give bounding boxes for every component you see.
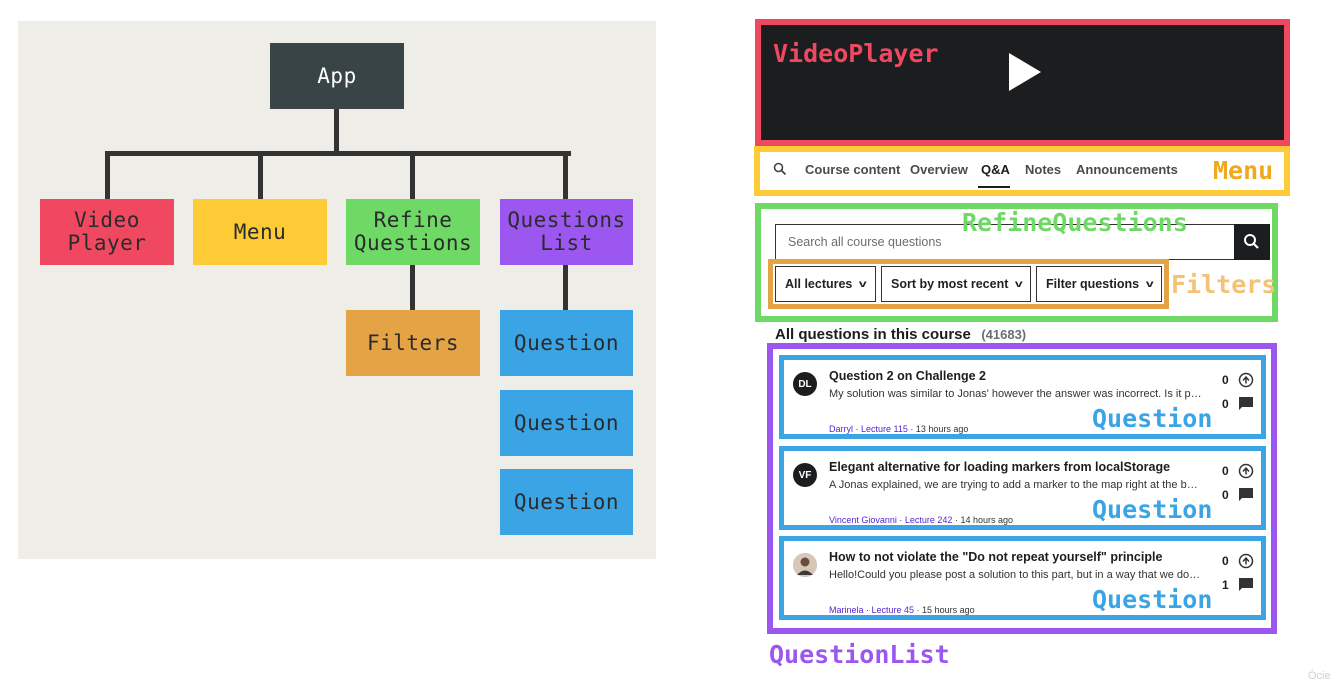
tab-course-content[interactable]: Course content [805, 162, 901, 177]
select-all-lectures-label: All lectures [785, 277, 853, 291]
question-author[interactable]: Marinela [829, 605, 864, 615]
question-card[interactable]: How to not violate the "Do not repeat yo… [779, 536, 1266, 620]
play-icon[interactable] [1009, 53, 1041, 91]
node-refine-questions: Refine Questions [346, 199, 480, 265]
node-filters: Filters [346, 310, 480, 376]
question-label: Question [1092, 404, 1213, 433]
question-label: Question [1092, 495, 1213, 524]
question-list-box [767, 343, 1277, 634]
connector-refine [410, 151, 415, 199]
avatar [793, 553, 817, 577]
select-sort-label: Sort by most recent [891, 277, 1009, 291]
question-author[interactable]: Vincent Giovanni [829, 515, 897, 525]
select-filter-questions-label: Filter questions [1046, 277, 1140, 291]
menu-bar [754, 146, 1290, 196]
reply-icon[interactable] [1238, 396, 1254, 412]
filters-label: Filters [1171, 270, 1277, 299]
node-menu: Menu [193, 199, 327, 265]
search-icon [1244, 234, 1259, 249]
question-meta: Marinela · Lecture 45 · 15 hours ago [829, 605, 975, 615]
chevron-down-icon: v [1145, 278, 1154, 290]
question-lecture[interactable]: Lecture 115 [861, 424, 908, 434]
question-list-label: QuestionList [769, 640, 950, 669]
reply-icon[interactable] [1238, 487, 1254, 503]
upvote-count: 0 [1222, 373, 1229, 387]
question-meta: Darryl · Lecture 115 · 13 hours ago [829, 424, 969, 434]
avatar: DL [793, 372, 817, 396]
select-sort[interactable]: Sort by most recent v [881, 266, 1031, 302]
tab-overview[interactable]: Overview [910, 162, 968, 177]
select-all-lectures[interactable]: All lectures v [775, 266, 876, 302]
filters-box [768, 259, 1169, 309]
question-title[interactable]: How to not violate the "Do not repeat yo… [829, 550, 1163, 564]
question-time: 14 hours ago [960, 515, 1013, 525]
upvote-icon[interactable] [1238, 463, 1254, 479]
question-label: Question [1092, 585, 1213, 614]
chevron-down-icon: v [1015, 278, 1024, 290]
avatar: VF [793, 463, 817, 487]
upvote-count: 0 [1222, 554, 1229, 568]
select-filter-questions[interactable]: Filter questions v [1036, 266, 1162, 302]
question-snippet: Hello!Could you please post a solution t… [829, 569, 1203, 581]
search-icon[interactable] [773, 162, 787, 176]
question-title[interactable]: Elegant alternative for loading markers … [829, 460, 1171, 474]
node-app: App [270, 43, 404, 109]
connector-filters [410, 264, 415, 310]
question-snippet: My solution was similar to Jonas' howeve… [829, 388, 1203, 400]
question-lecture[interactable]: Lecture 242 [904, 515, 953, 525]
tab-qa[interactable]: Q&A [981, 162, 1010, 177]
menu-label: Menu [1213, 156, 1274, 185]
tab-notes[interactable]: Notes [1025, 162, 1062, 177]
tab-qa-underline [978, 186, 1010, 188]
connector-video-player [105, 151, 110, 199]
avatar-photo [793, 553, 817, 577]
node-question: Question [500, 390, 633, 456]
reply-count: 0 [1222, 397, 1229, 411]
question-card[interactable]: VF Elegant alternative for loading marke… [779, 446, 1266, 530]
question-title[interactable]: Question 2 on Challenge 2 [829, 369, 986, 383]
upvote-icon[interactable] [1238, 553, 1254, 569]
node-video-player: Video Player [40, 199, 174, 265]
question-meta: Vincent Giovanni · Lecture 242 · 14 hour… [829, 515, 1013, 525]
question-card[interactable]: DL Question 2 on Challenge 2 My solution… [779, 355, 1266, 439]
question-time: 13 hours ago [915, 424, 969, 434]
watermark: Ócie [1308, 670, 1331, 682]
question-time: 15 hours ago [922, 605, 975, 615]
chevron-down-icon: v [859, 278, 868, 290]
reply-count: 1 [1222, 578, 1229, 592]
reply-count: 0 [1222, 488, 1229, 502]
refine-questions-label: RefineQuestions [962, 208, 1188, 237]
questions-heading-text: All questions in this course [775, 326, 971, 343]
connector-question [563, 264, 568, 310]
connector-horizontal [105, 151, 571, 156]
question-lecture[interactable]: Lecture 45 [871, 605, 915, 615]
search-submit-button[interactable] [1234, 224, 1270, 260]
component-tree-diagram: App Video Player Menu Refine Questions Q… [18, 21, 656, 559]
question-snippet: A Jonas explained, we are trying to add … [829, 479, 1203, 491]
reply-icon[interactable] [1238, 577, 1254, 593]
connector-questions-list [563, 151, 568, 199]
upvote-count: 0 [1222, 464, 1229, 478]
questions-count: (41683) [981, 327, 1027, 342]
question-author[interactable]: Darryl [829, 424, 853, 434]
connector-menu [258, 151, 263, 199]
tab-announcements[interactable]: Announcements [1076, 162, 1178, 177]
upvote-icon[interactable] [1238, 372, 1254, 388]
node-question: Question [500, 310, 633, 376]
node-question: Question [500, 469, 633, 535]
questions-heading: All questions in this course (41683) [775, 326, 1026, 344]
node-questions-list: Questions List [500, 199, 633, 265]
video-player-label: VideoPlayer [773, 39, 939, 68]
video-player[interactable]: VideoPlayer [755, 19, 1290, 146]
search-placeholder: Search all course questions [788, 235, 942, 249]
connector-root-down [334, 109, 339, 153]
